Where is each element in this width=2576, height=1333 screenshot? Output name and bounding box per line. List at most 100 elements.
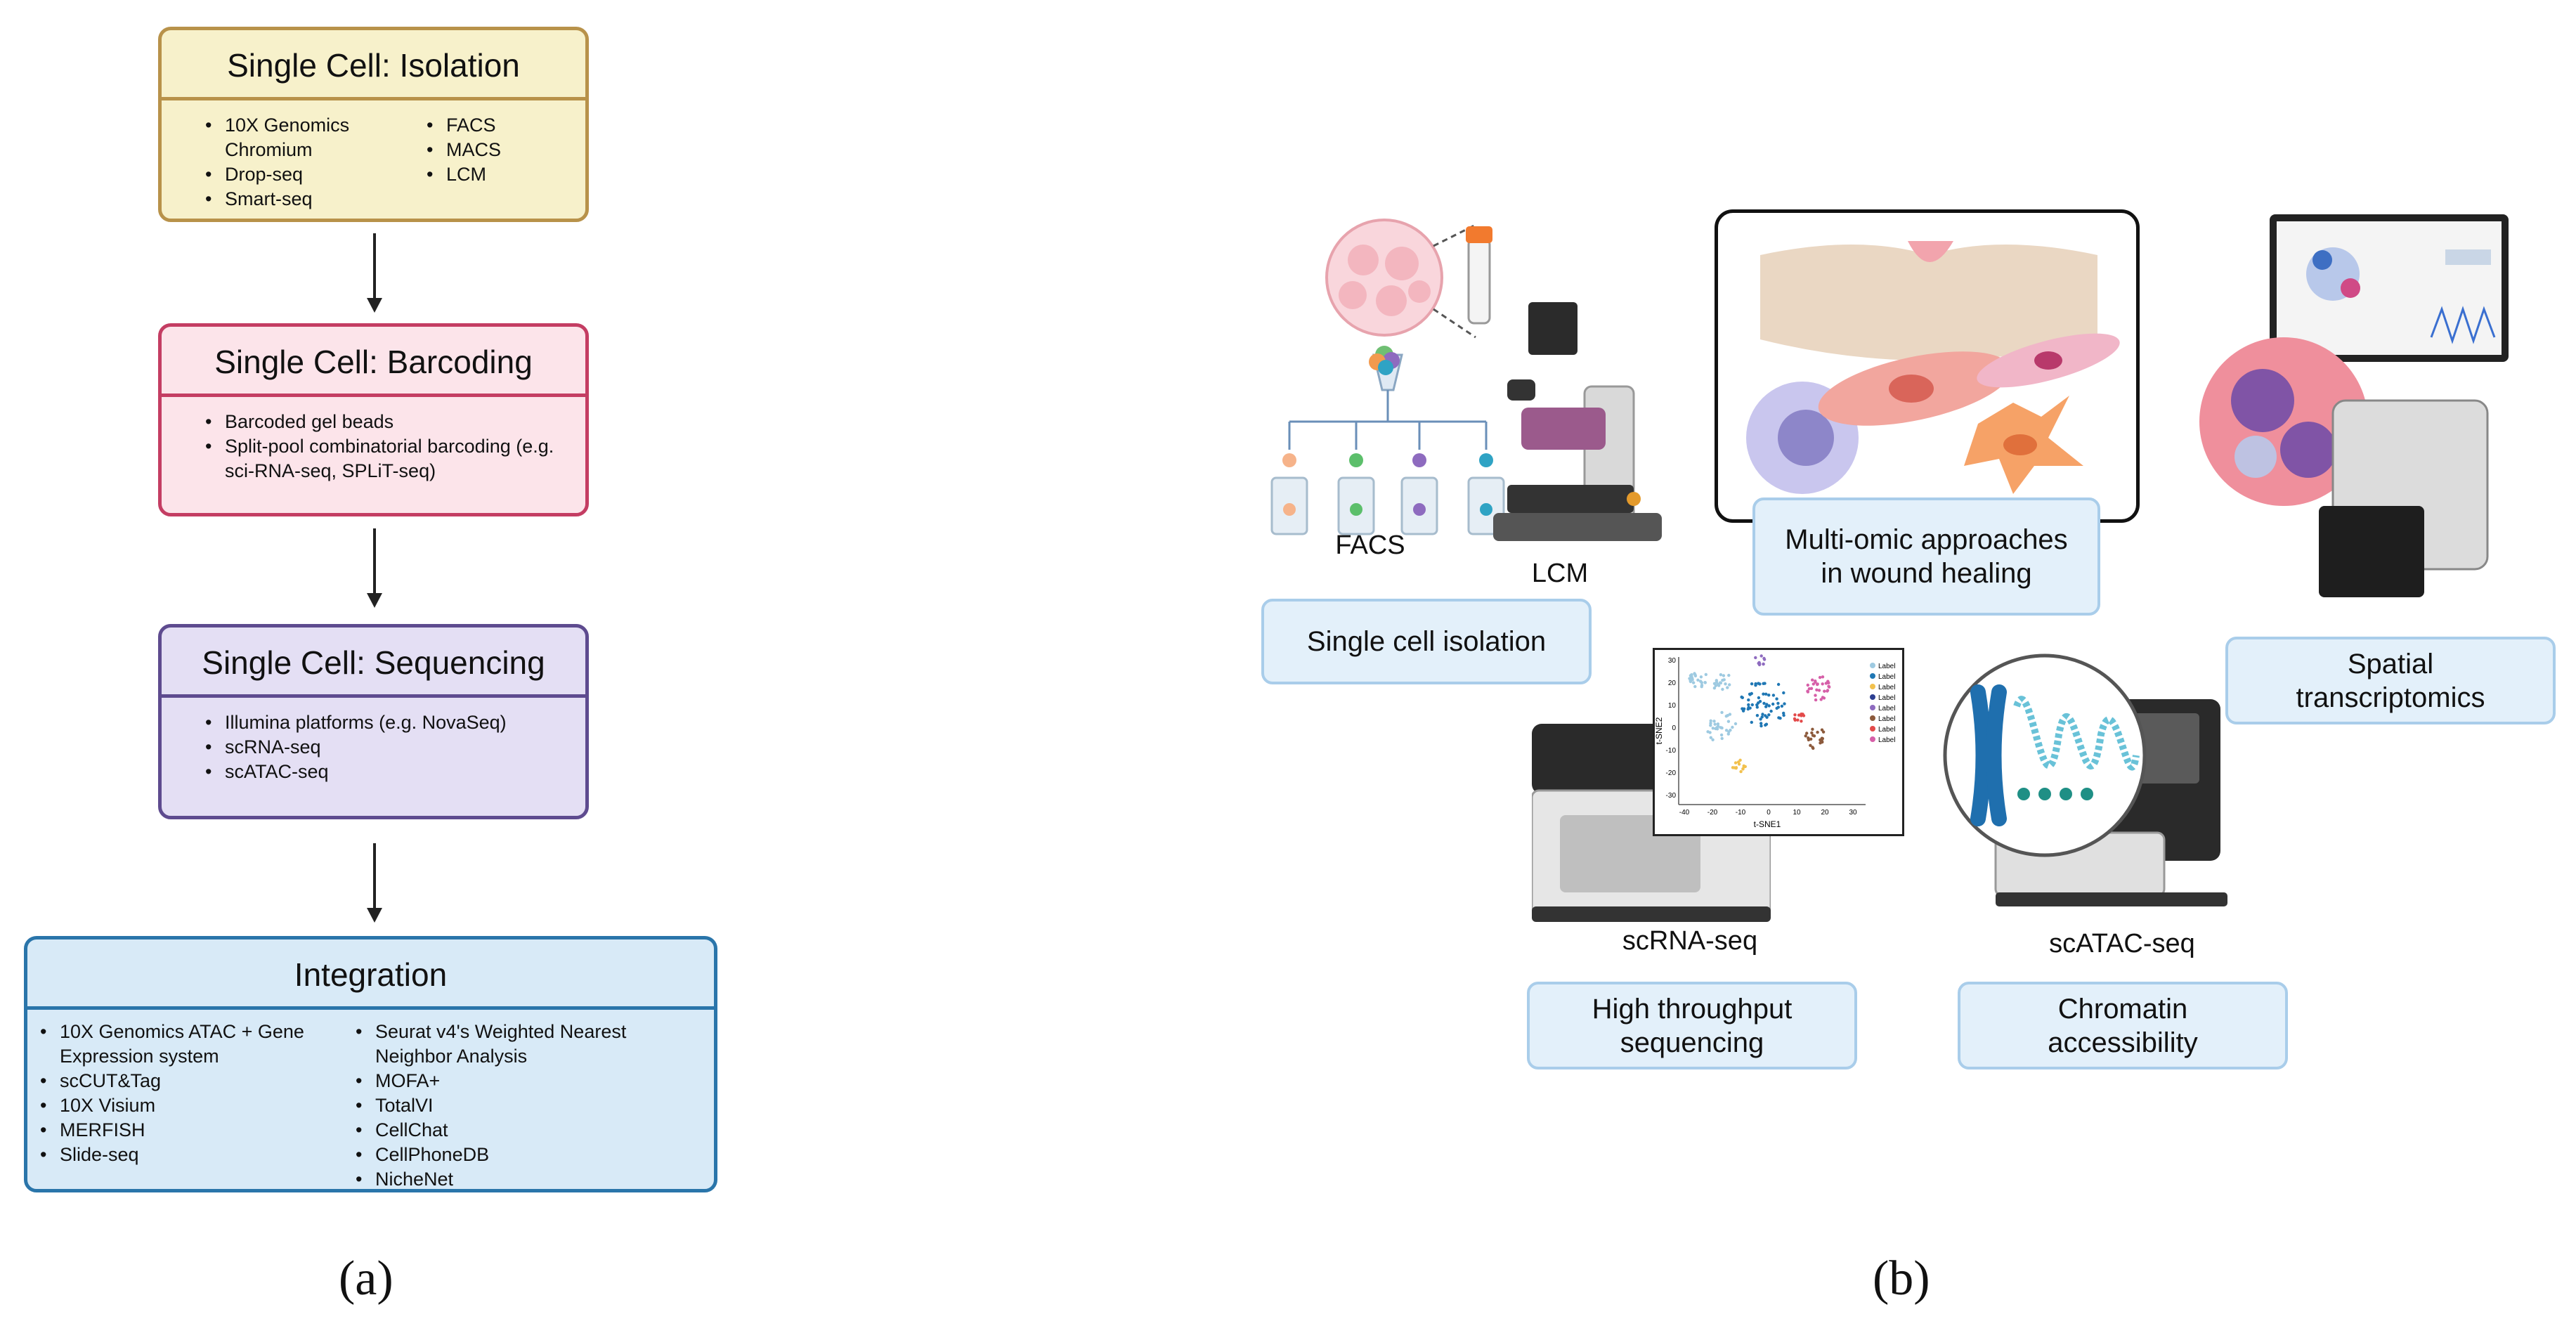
list-item: Illumina platforms (e.g. NovaSeq) — [204, 710, 555, 735]
tsne-point — [1700, 681, 1703, 684]
tsne-point — [1780, 704, 1784, 708]
high-throughput-label: High throughput sequencing — [1527, 982, 1857, 1069]
tsne-point — [1762, 701, 1766, 705]
arrow-down-icon — [367, 843, 382, 923]
chromatin-accessibility-label: Chromatin accessibility — [1958, 982, 2288, 1069]
tsne-point — [1793, 713, 1797, 717]
tsne-point — [1755, 705, 1759, 709]
tsne-point — [1712, 682, 1717, 685]
tsne-point — [1747, 703, 1750, 707]
tsne-point — [1708, 731, 1712, 734]
tsne-point — [1699, 675, 1703, 679]
tsne-point — [1693, 672, 1696, 675]
tsne-point — [1775, 697, 1778, 701]
tsne-point — [1757, 701, 1760, 705]
tsne-ytick: 10 — [1668, 702, 1677, 710]
tsne-legend-label: Label — [1878, 715, 1895, 723]
tsne-point — [1755, 714, 1759, 717]
tsne-point — [1691, 678, 1694, 682]
tsne-point — [1757, 696, 1761, 700]
sequencing-box: Single Cell: Sequencing Illumina platfor… — [158, 624, 589, 819]
skin-tissue-illustration — [1746, 241, 2120, 494]
list-item: NicheNet — [354, 1167, 705, 1189]
tsne-point — [1762, 692, 1765, 696]
microscope-illustration — [1493, 302, 1662, 541]
barcoding-box: Single Cell: Barcoding Barcoded gel bead… — [158, 323, 589, 516]
barcoding-title: Single Cell: Barcoding — [162, 327, 585, 397]
tsne-point — [1727, 730, 1731, 734]
tsne-point — [1796, 718, 1800, 722]
tsne-point — [1709, 724, 1712, 727]
tsne-point — [1769, 709, 1773, 713]
list-item: Split-pool combinatorial barcoding (e.g.… — [204, 434, 555, 483]
tsne-point — [1822, 696, 1826, 700]
tsne-point — [1814, 698, 1818, 702]
tsne-point — [1758, 682, 1762, 686]
tsne-point — [1767, 713, 1771, 717]
tsne-point — [1760, 715, 1764, 719]
tsne-point — [1783, 702, 1786, 705]
tsne-point — [1733, 761, 1738, 765]
tsne-point — [1809, 743, 1812, 747]
list-item: CellChat — [354, 1118, 705, 1143]
tsne-xtick: 30 — [1849, 809, 1857, 817]
tsne-point — [1700, 683, 1704, 687]
tsne-point — [1720, 710, 1724, 715]
list-item: MOFA+ — [354, 1069, 705, 1093]
list-item: TotalVI — [354, 1093, 705, 1118]
tsne-point — [1743, 765, 1747, 769]
tsne-ytick: 30 — [1668, 657, 1677, 665]
tsne-point — [1719, 673, 1723, 677]
tsne-point — [1782, 711, 1785, 715]
tsne-legend-label: Label — [1878, 736, 1895, 744]
tsne-point — [1771, 702, 1775, 706]
tsne-point — [1778, 716, 1782, 720]
tsne-point — [1771, 694, 1776, 697]
tsne-legend-swatch — [1870, 663, 1875, 668]
tsne-point — [1739, 769, 1743, 774]
integration-title: Integration — [27, 939, 714, 1010]
tsne-point — [1761, 713, 1764, 716]
tsne-point — [1696, 678, 1700, 682]
tsne-point — [1736, 760, 1741, 764]
tsne-point — [1782, 691, 1785, 695]
list-item: CellPhoneDB — [354, 1143, 705, 1167]
tsne-point — [1827, 684, 1830, 688]
tsne-xtick: 0 — [1767, 809, 1771, 817]
tsne-point — [1775, 706, 1778, 710]
tsne-xtick: -20 — [1707, 809, 1718, 817]
tsne-point — [1823, 689, 1826, 693]
tsne-legend-label: Label — [1878, 694, 1895, 702]
tsne-point — [1819, 698, 1823, 701]
lcm-caption: LCM — [1531, 559, 1589, 588]
tsne-point — [1691, 681, 1696, 684]
tsne-point — [1750, 720, 1753, 724]
tsne-point — [1715, 679, 1718, 682]
tsne-point — [1814, 694, 1817, 697]
tsne-point — [1762, 662, 1765, 666]
tsne-point — [1726, 686, 1729, 689]
facs-caption: FACS — [1335, 531, 1405, 560]
tsne-point — [1722, 674, 1726, 677]
tsne-point — [1764, 692, 1768, 696]
tsne-point — [1776, 701, 1780, 705]
tsne-legend-label: Label — [1878, 663, 1895, 670]
tsne-point — [1764, 714, 1767, 717]
tsne-point — [1811, 746, 1814, 749]
tsne-point — [1811, 734, 1815, 737]
tsne-point — [1740, 695, 1743, 699]
tsne-point — [1764, 705, 1768, 708]
tsne-point — [1811, 682, 1815, 686]
panel-b-label: (b) — [1873, 1251, 1930, 1306]
tsne-point — [1817, 689, 1821, 692]
tsne-point — [1719, 733, 1724, 737]
tsne-point — [1821, 682, 1824, 686]
tsne-xtick: 10 — [1793, 809, 1801, 817]
tsne-point — [1809, 687, 1814, 690]
tsne-legend-swatch — [1870, 736, 1875, 742]
tsne-point — [1709, 736, 1712, 739]
isolation-box: Single Cell: Isolation 10X Genomics Chro… — [158, 27, 589, 222]
isolation-list-right: FACS MACS LCM — [425, 113, 566, 187]
tsne-point — [1815, 688, 1819, 691]
